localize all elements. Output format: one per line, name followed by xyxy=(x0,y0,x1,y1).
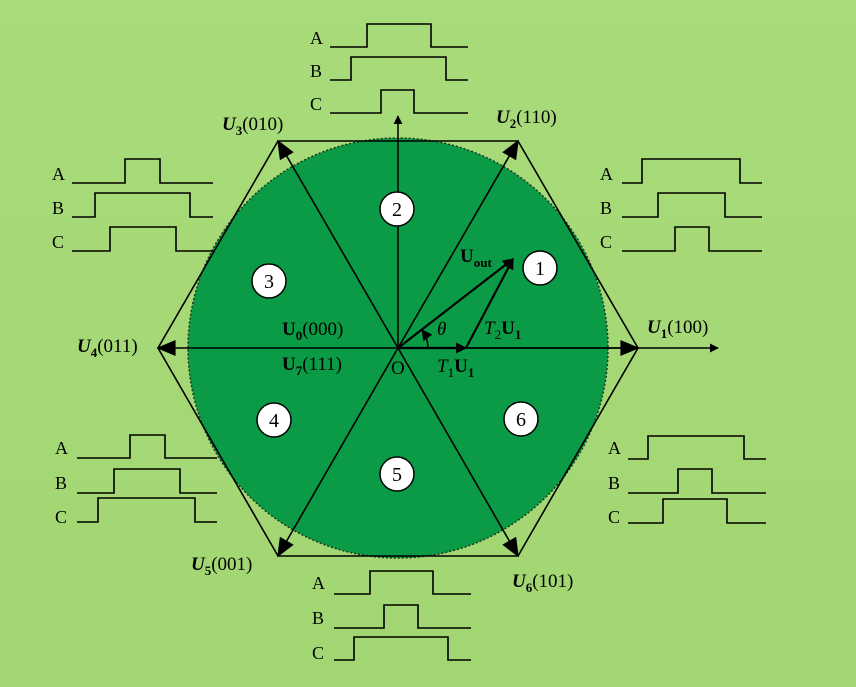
sector-badge-5: 5 xyxy=(379,456,415,492)
svg-text:A: A xyxy=(310,28,323,48)
zero-vector-u0: U0(000) xyxy=(282,319,343,343)
theta-label: θ xyxy=(437,319,446,340)
t2u2-arrow xyxy=(465,258,514,349)
svg-text:A: A xyxy=(52,164,65,184)
waveform-lower-left: A B C xyxy=(55,434,217,527)
waveform-upper-right: A B C xyxy=(600,158,762,252)
svg-text:C: C xyxy=(55,507,67,527)
svg-text:A: A xyxy=(608,438,621,458)
vector-u6-arrow xyxy=(397,347,519,558)
svg-text:A: A xyxy=(312,573,325,593)
uout-label: Uout xyxy=(460,246,492,270)
svg-text:C: C xyxy=(600,232,612,252)
vector-u3-arrow xyxy=(277,139,399,349)
svg-text:1: 1 xyxy=(535,258,545,280)
svg-text:2: 2 xyxy=(392,199,402,221)
svg-text:C: C xyxy=(52,232,64,252)
vector-u2-label: U2(110) xyxy=(496,107,557,131)
svg-text:B: B xyxy=(310,61,322,81)
sector-badge-2: 2 xyxy=(379,191,415,227)
zero-vector-u7: U7(111) xyxy=(282,354,342,378)
svg-text:4: 4 xyxy=(269,410,279,432)
svg-text:A: A xyxy=(600,164,613,184)
waveform-bottom: A B C xyxy=(312,570,471,663)
svg-text:6: 6 xyxy=(516,409,526,431)
svg-text:B: B xyxy=(52,198,64,218)
waveform-top: A B C xyxy=(310,23,468,114)
svg-text:C: C xyxy=(312,643,324,663)
uout-arrow xyxy=(397,258,514,349)
waveform-lower-right: A B C xyxy=(608,435,766,527)
vector-u6-label: U6(101) xyxy=(512,571,573,595)
svg-text:B: B xyxy=(600,198,612,218)
sector-badge-3: 3 xyxy=(251,263,287,299)
svg-text:B: B xyxy=(55,473,67,493)
vector-u1-label: U1(100) xyxy=(647,317,708,341)
t2-label: T2U1 xyxy=(484,318,521,342)
svg-text:3: 3 xyxy=(264,271,274,293)
svg-text:5: 5 xyxy=(392,464,402,486)
sector-badge-4: 4 xyxy=(256,402,292,438)
vector-u5-label: U5(001) xyxy=(191,554,252,578)
t1-label: T1U1 xyxy=(437,356,474,380)
vector-u4-label: U4(011) xyxy=(77,336,138,360)
svg-text:B: B xyxy=(608,473,620,493)
svg-text:B: B xyxy=(312,608,324,628)
sector-badge-1: 1 xyxy=(522,250,558,286)
vector-u2-arrow xyxy=(397,139,519,349)
waveform-upper-left: A B C xyxy=(52,158,213,252)
vector-u5-arrow xyxy=(277,347,399,558)
origin-label: O xyxy=(391,358,405,379)
svg-text:C: C xyxy=(608,507,620,527)
svg-text:C: C xyxy=(310,94,322,114)
theta-arc xyxy=(421,329,433,349)
svg-text:A: A xyxy=(55,438,68,458)
vector-u3-label: U3(010) xyxy=(222,114,283,138)
sector-badge-6: 6 xyxy=(503,401,539,437)
